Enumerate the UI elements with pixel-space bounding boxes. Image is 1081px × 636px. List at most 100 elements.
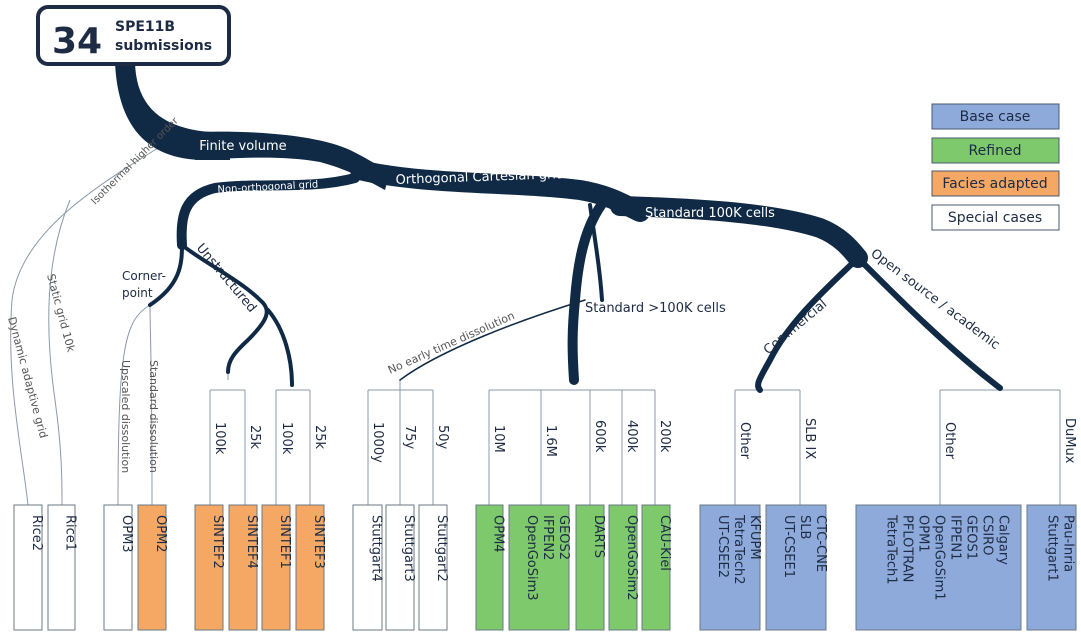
leaf-75y: 75y [402,425,417,450]
box-sintef4: SINTEF4 [228,504,259,631]
submission-name: OPM3 [119,515,134,553]
submission-name: GEOS2 [556,515,571,560]
box-frame [194,504,224,631]
label-non-orthogonal: Non-orthogonal grid [217,179,318,195]
submission-name: UT-CSEE1 [781,515,796,578]
label-corner-point-2: point [122,286,153,300]
box-opm2: OPM2 [137,504,168,631]
submission-name: SINTEF4 [244,515,259,569]
box-frame [295,504,325,631]
leaf-100k-a: 100k [212,422,227,455]
legend-swatch-base [931,103,1060,130]
box-frame [575,504,605,631]
submission-name: CSIRO [980,515,995,555]
submission-name: Rice1 [63,515,78,551]
legend-refined-label: Refined [969,143,1022,159]
box-opm3: OPM3 [103,504,134,631]
submission-name: TetraTech2 [731,514,746,585]
box-frame [13,504,43,631]
submission-name: SLB [797,515,812,539]
leaf-1000y: 1000y [370,422,385,463]
submission-name: PFLOTRAN [900,515,915,582]
leaf-100k-b: 100k [279,422,294,455]
box-rice1: Rice1 [47,504,78,631]
leaf-1-6m: 1.6M [543,425,558,457]
label-unstructured: Unstructured [193,241,259,316]
label-standard-gt100k: Standard >100K cells [585,301,726,316]
submission-name: IFPEN2 [540,515,555,560]
submission-name: SINTEF1 [277,515,292,569]
header-count: 34 [52,21,102,62]
box-opm4: OPM4 [475,504,506,631]
box-frame [508,504,570,631]
connector-lines [10,147,1061,506]
leaf-25k-b: 25k [312,425,327,450]
box-cau-kiel: CAU-Kiel [641,504,672,631]
label-finite-volume: Finite volume [199,139,286,154]
box-sintef3: SINTEF3 [295,504,326,631]
legend-base-label: Base case [960,109,1031,125]
submission-name: OPM4 [491,515,506,553]
box-sintef2: SINTEF2 [194,504,225,631]
label-commercial: Commercial [761,297,830,358]
legend-swatch-facies [931,170,1060,197]
box-sintef1: SINTEF1 [261,504,292,631]
header-box: 34 SPE11B submissions [36,5,231,66]
box-frame [765,504,827,631]
label-no-early: No early time dissolution [386,309,517,377]
leaf-50y: 50y [435,425,450,450]
box-frame [418,504,448,631]
branch-labels: Finite volume Orthogonal Cartesian grid … [5,115,1002,473]
submission-name: OpenGoSim2 [624,515,639,601]
label-standard-diss: Standard dissolution [147,360,160,473]
trunk-branches [115,62,1003,393]
leaf-25k-a: 25k [247,425,262,450]
box-frame [855,504,1022,631]
submission-name: CAU-Kiel [657,515,672,571]
submission-name: DARTS [591,515,606,558]
submission-name: IFPEN1 [948,515,963,560]
box-frame [608,504,638,631]
submission-name: OPM1 [916,515,931,553]
legend-special-label: Special cases [948,210,1042,226]
submission-name: Rice2 [29,515,44,551]
box-frame [103,504,133,631]
legend: Base case Refined Facies adapted Special… [931,103,1060,231]
box-calgary-group: CalgaryCSIROGEOS1IFPEN1OpenGoSim1OPM1PFL… [855,504,1022,631]
header-line1: SPE11B [115,19,175,35]
box-stuttgart2: Stuttgart2 [418,504,449,631]
box-rice2: Rice2 [13,504,44,631]
submission-name: OPM2 [153,515,168,553]
box-darts: DARTS [575,504,606,631]
submission-name: Calgary [996,515,1011,565]
submission-name: Stuttgart2 [434,515,449,582]
legend-swatch-special [931,204,1060,231]
leaf-labels: 100k 25k 100k 25k 1000y 75y 50y 10M 1.6M… [212,418,1077,464]
submission-name: SINTEF2 [210,515,225,569]
leaf-other-open: Other [942,422,957,460]
submission-name: KFUPM [747,515,762,560]
header-frame [36,5,231,66]
box-frame [137,504,167,631]
submission-name: OpenGoSim3 [524,515,539,601]
leaf-400k: 400k [624,420,639,453]
label-open-source: Open source / academic [868,246,1003,353]
submission-name: TetraTech1 [884,514,899,585]
submission-name: UT-CSEE2 [715,515,730,578]
box-frame [641,504,671,631]
label-corner-point-1: Corner- [122,269,166,283]
submission-name: Stuttgart3 [401,515,416,582]
label-orthogonal: Orthogonal Cartesian grid [395,167,564,188]
leaf-other-commercial: Other [737,422,752,460]
submission-name: Stuttgart1 [1045,515,1060,582]
submission-name: Pau-Inria [1061,515,1076,572]
box-opengosim2: OpenGoSim2 [608,504,639,631]
label-upscaled: Upscaled dissolution [119,360,132,473]
submission-name: OpenGoSim1 [932,515,947,601]
box-frame [228,504,258,631]
